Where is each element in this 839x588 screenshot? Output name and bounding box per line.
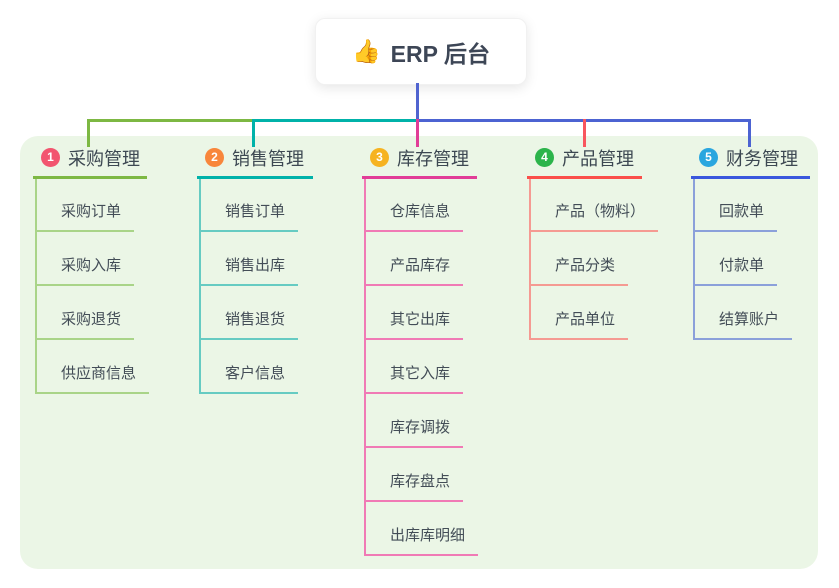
branch-drop-line <box>87 119 90 147</box>
child-node[interactable]: 销售退货 <box>199 310 299 340</box>
branch-number-badge: 3 <box>370 148 389 167</box>
branch-drop-line <box>583 119 586 147</box>
child-node[interactable]: 其它出库 <box>364 310 464 340</box>
child-node[interactable]: 库存调拨 <box>364 418 464 448</box>
branch-label: 产品管理 <box>562 148 634 169</box>
branch-child-line <box>364 179 366 556</box>
bus-segment-mid <box>254 119 417 122</box>
branch-child-line <box>199 179 201 394</box>
mindmap-panel <box>20 136 818 569</box>
thumbs-up-icon: 👍 <box>352 38 381 64</box>
child-node[interactable]: 采购订单 <box>35 202 135 232</box>
branch-node[interactable]: 2 销售管理 <box>197 146 313 179</box>
branch-number-badge: 4 <box>535 148 554 167</box>
branch-label: 销售管理 <box>232 148 304 169</box>
bus-segment-left <box>87 119 254 122</box>
child-node[interactable]: 客户信息 <box>199 364 299 394</box>
child-node[interactable]: 产品库存 <box>364 256 464 286</box>
branch-child-line <box>529 179 531 340</box>
branch-node[interactable]: 3 库存管理 <box>362 146 477 179</box>
child-node[interactable]: 仓库信息 <box>364 202 464 232</box>
child-node[interactable]: 销售订单 <box>199 202 299 232</box>
branch-number-badge: 2 <box>205 148 224 167</box>
branch-number-badge: 5 <box>699 148 718 167</box>
branch-label: 采购管理 <box>68 148 140 169</box>
branch-number-badge: 1 <box>41 148 60 167</box>
branch-node[interactable]: 5 财务管理 <box>691 146 810 179</box>
branch-drop-line <box>416 119 419 147</box>
root-title: ERP 后台 <box>390 40 490 67</box>
root-node[interactable]: 👍 ERP 后台 <box>315 18 527 85</box>
branch-node[interactable]: 1 采购管理 <box>33 146 147 179</box>
child-node[interactable]: 产品（物料） <box>529 202 659 232</box>
child-node[interactable]: 回款单 <box>693 202 778 232</box>
child-node[interactable]: 付款单 <box>693 256 778 286</box>
child-node[interactable]: 供应商信息 <box>35 364 150 394</box>
child-node[interactable]: 库存盘点 <box>364 472 464 502</box>
branch-child-line <box>693 179 695 340</box>
root-connector-line <box>416 83 419 119</box>
child-node[interactable]: 出库库明细 <box>364 526 479 556</box>
branch-label: 财务管理 <box>726 148 798 169</box>
child-node[interactable]: 采购退货 <box>35 310 135 340</box>
child-node[interactable]: 产品分类 <box>529 256 629 286</box>
child-node[interactable]: 其它入库 <box>364 364 464 394</box>
child-node[interactable]: 销售出库 <box>199 256 299 286</box>
child-node[interactable]: 产品单位 <box>529 310 629 340</box>
branch-node[interactable]: 4 产品管理 <box>527 146 642 179</box>
branch-drop-line <box>748 119 751 147</box>
child-node[interactable]: 采购入库 <box>35 256 135 286</box>
branch-drop-line <box>252 119 255 147</box>
branch-child-line <box>35 179 37 394</box>
child-node[interactable]: 结算账户 <box>693 310 793 340</box>
branch-label: 库存管理 <box>397 148 469 169</box>
